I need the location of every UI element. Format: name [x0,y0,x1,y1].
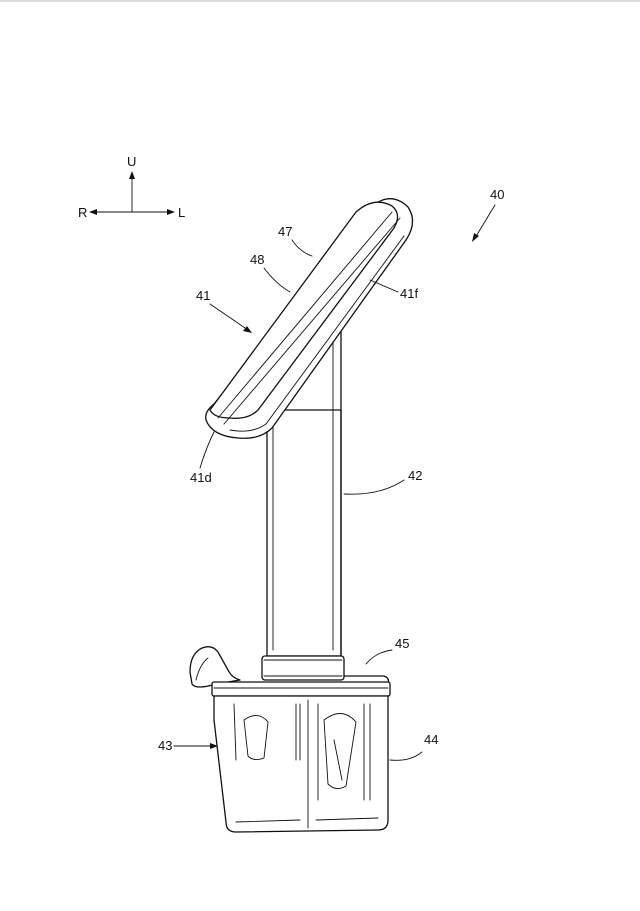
label-41d: 41d [190,470,212,485]
column-42 [266,329,342,657]
assembly-reference: 40 [472,187,504,242]
pad-41 [205,198,414,439]
label-47: 47 [278,224,292,239]
base-housing [189,646,391,833]
compass-left-label: L [178,205,185,220]
collar-45 [261,655,390,685]
callouts: 47 48 41 41f 41d 42 45 43 44 [158,224,438,761]
compass-up-label: U [127,154,136,169]
label-48: 48 [250,252,264,267]
label-44: 44 [424,732,438,747]
label-41f: 41f [400,286,418,301]
label-41: 41 [196,288,210,303]
label-40: 40 [490,187,504,202]
label-45: 45 [395,636,409,651]
direction-compass: U R L [78,154,185,220]
label-43: 43 [158,738,172,753]
label-42: 42 [408,468,422,483]
compass-right-label: R [78,205,87,220]
